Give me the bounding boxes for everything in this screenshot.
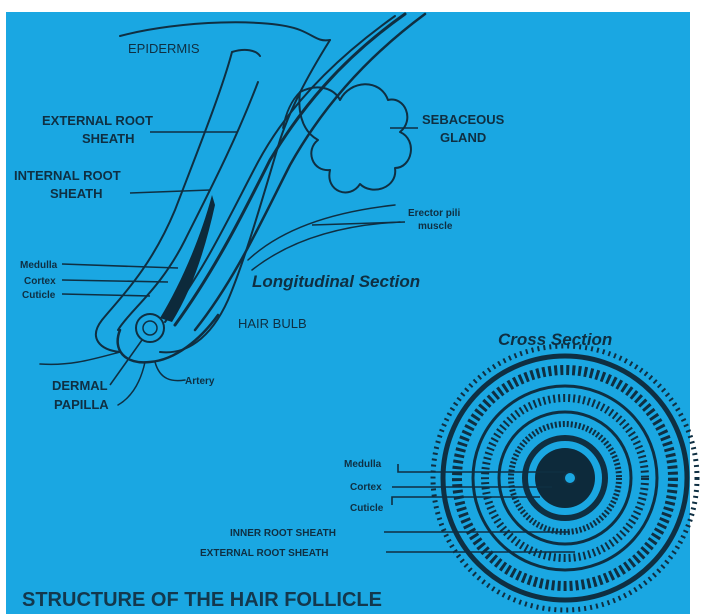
longitudinal-leaders: [62, 128, 418, 385]
label-cross-cuticle: Cuticle: [350, 503, 384, 514]
label-cross-cortex: Cortex: [350, 482, 382, 493]
leader-erector-pili: [312, 222, 405, 225]
label-cross-section: Cross Section: [498, 330, 612, 349]
leader-cuticle: [62, 294, 150, 296]
label-epidermis: EPIDERMIS: [128, 41, 200, 56]
label-cross-inner-root-sheath: INNER ROOT SHEATH: [230, 528, 336, 539]
label-internal-root-sheath-2: SHEATH: [50, 186, 102, 201]
leader-internal-root-sheath: [130, 190, 210, 193]
label-cross-external-root-sheath: EXTERNAL ROOT SHEATH: [200, 548, 329, 559]
dermal-papilla-bulb: [136, 314, 164, 342]
label-sebaceous-2: GLAND: [440, 130, 486, 145]
label-artery: Artery: [185, 376, 215, 387]
label-hair-bulb: HAIR BULB: [238, 316, 307, 331]
label-cortex: Cortex: [24, 276, 56, 287]
label-external-root-sheath-1: EXTERNAL ROOT: [42, 113, 153, 128]
label-dermal-papilla-1: DERMAL: [52, 378, 108, 393]
sebaceous-gland: [299, 84, 411, 192]
top-border: [0, 0, 703, 12]
label-erector-pili-1: Erector pili: [408, 208, 460, 219]
artery-line: [155, 362, 185, 381]
leader-medulla: [62, 264, 178, 268]
longitudinal-section: [40, 14, 425, 405]
cross-section: [433, 346, 697, 610]
leader-cortex: [62, 280, 168, 282]
label-medulla: Medulla: [20, 260, 58, 271]
label-external-root-sheath-2: SHEATH: [82, 131, 134, 146]
figure-title: STRUCTURE OF THE HAIR FOLLICLE: [22, 589, 382, 611]
left-border: [0, 0, 6, 614]
follicle-outer-right: [160, 40, 330, 352]
label-erector-pili-2: muscle: [418, 221, 453, 232]
epidermis-fold: [232, 50, 260, 56]
label-internal-root-sheath-1: INTERNAL ROOT: [14, 168, 121, 183]
label-dermal-papilla-2: PAPILLA: [54, 397, 109, 412]
label-cuticle: Cuticle: [22, 290, 56, 301]
dermal-papilla-core: [143, 321, 157, 335]
cross-medulla-center: [564, 472, 576, 484]
hair-bulb-outline: [118, 315, 218, 362]
label-sebaceous-1: SEBACEOUS: [422, 112, 505, 127]
erector-pili-muscle: [248, 205, 395, 260]
subcutaneous-line-1: [40, 352, 120, 364]
label-cross-medulla: Medulla: [344, 459, 382, 470]
erector-pili-muscle-2: [252, 222, 400, 270]
label-longitudinal-section: Longitudinal Section: [252, 272, 420, 291]
epidermis-surface: [120, 22, 330, 40]
